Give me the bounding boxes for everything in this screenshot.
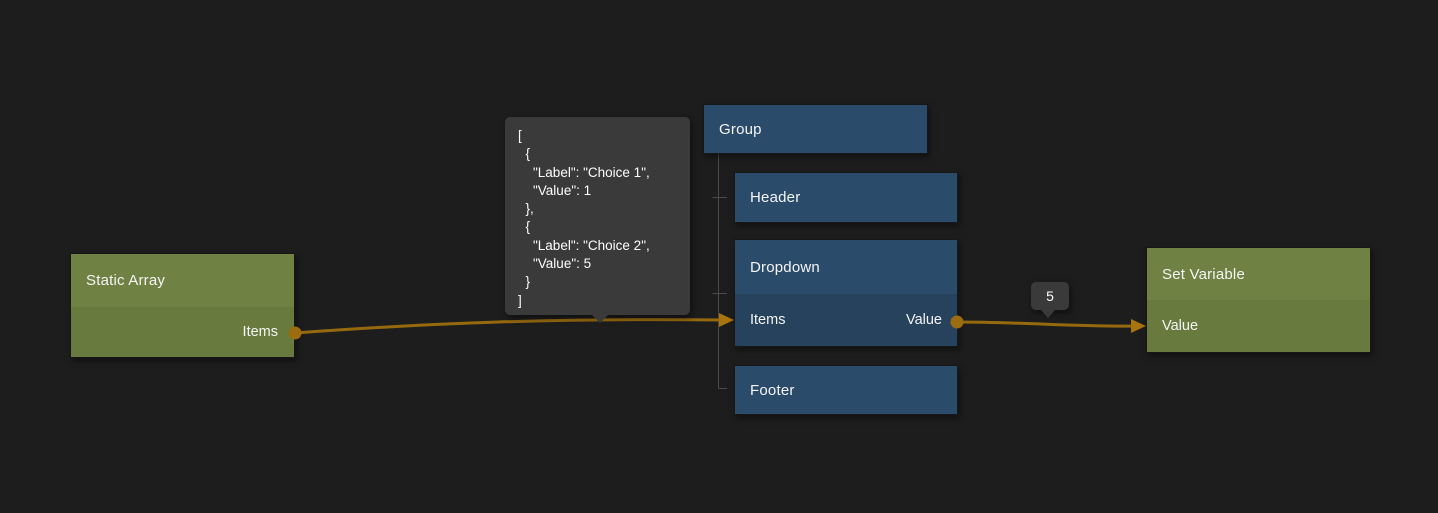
set-variable-value-port-label: Value — [1162, 318, 1199, 334]
node-static-array[interactable]: Static Array Items — [70, 253, 295, 358]
value-preview-text: 5 — [1046, 288, 1054, 304]
tooltip-pointer — [591, 314, 609, 323]
node-footer-title: Footer — [735, 366, 957, 414]
dropdown-items-port-label: Items — [750, 312, 786, 328]
node-header[interactable]: Header — [734, 172, 958, 223]
node-group-title: Group — [704, 105, 927, 153]
node-header-title: Header — [735, 173, 957, 222]
node-footer[interactable]: Footer — [734, 365, 958, 415]
tooltip-pointer — [1041, 310, 1055, 318]
node-group[interactable]: Group — [703, 104, 928, 154]
node-static-array-title: Static Array — [71, 254, 294, 307]
set-variable-input-row: Value — [1147, 300, 1370, 352]
node-dropdown-title: Dropdown — [735, 240, 957, 294]
node-dropdown[interactable]: Dropdown Items Value — [734, 239, 958, 347]
wire-data-preview-tooltip: [ { "Label": "Choice 1", "Value": 1 }, {… — [505, 117, 690, 323]
static-array-output-row: Items — [71, 307, 294, 357]
wire-value-preview-tooltip: 5 — [1031, 282, 1069, 318]
node-set-variable[interactable]: Set Variable Value — [1146, 247, 1371, 353]
dropdown-value-port-label: Value — [905, 312, 942, 328]
dropdown-ports-row: Items Value — [735, 294, 957, 346]
static-array-items-port-label: Items — [242, 324, 278, 340]
node-set-variable-title: Set Variable — [1147, 248, 1370, 300]
array-json-preview: [ { "Label": "Choice 1", "Value": 1 }, {… — [518, 128, 650, 308]
